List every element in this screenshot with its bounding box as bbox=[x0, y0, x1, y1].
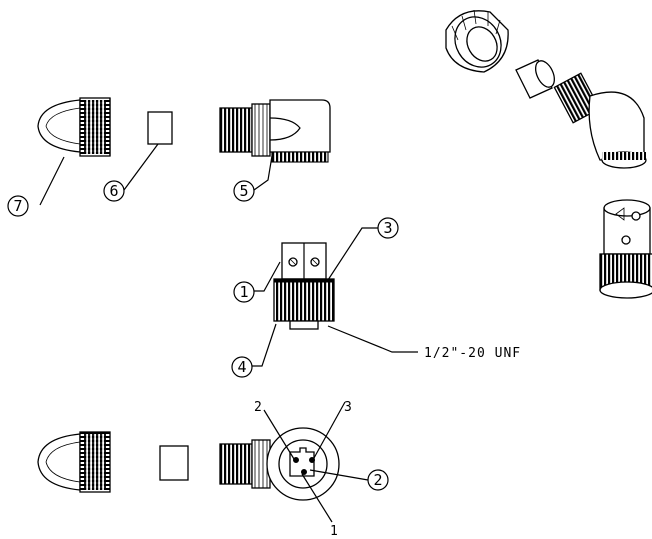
callout-2: 2 bbox=[367, 469, 389, 491]
pin-labels: 2 3 1 bbox=[254, 400, 352, 539]
leader-lines bbox=[39, 143, 418, 523]
callout-6: 6 bbox=[103, 180, 125, 202]
right-angle-housing-part bbox=[219, 99, 331, 163]
callout-1: 1 bbox=[233, 281, 255, 303]
bottom-housing bbox=[219, 427, 340, 501]
callout-7: 7 bbox=[7, 195, 29, 217]
callout-4: 4 bbox=[231, 356, 253, 378]
svg-text:6: 6 bbox=[109, 182, 118, 200]
callout-3: 3 bbox=[377, 217, 399, 239]
pin-label-3: 3 bbox=[344, 400, 352, 415]
bottom-coupling-nut bbox=[37, 431, 111, 493]
grommet-part bbox=[147, 111, 173, 145]
isometric-exploded-view bbox=[445, 9, 647, 169]
coupling-nut-part bbox=[37, 97, 111, 157]
contact-insert-part bbox=[273, 242, 335, 330]
callout-5: 5 bbox=[233, 180, 255, 202]
pin-label-2: 2 bbox=[254, 400, 262, 415]
bottom-grommet bbox=[159, 445, 189, 481]
svg-text:1: 1 bbox=[239, 283, 248, 301]
svg-text:1/2"-20 UNF: 1/2"-20 UNF bbox=[424, 346, 521, 361]
svg-text:5: 5 bbox=[239, 182, 248, 200]
thread-spec-label: 1/2"-20 UNF bbox=[424, 346, 521, 361]
pin-label-1: 1 bbox=[330, 524, 338, 539]
svg-text:3: 3 bbox=[383, 219, 392, 237]
svg-text:4: 4 bbox=[237, 358, 246, 376]
svg-text:2: 2 bbox=[373, 471, 382, 489]
isometric-insert-view bbox=[599, 199, 652, 299]
svg-text:7: 7 bbox=[13, 197, 22, 215]
